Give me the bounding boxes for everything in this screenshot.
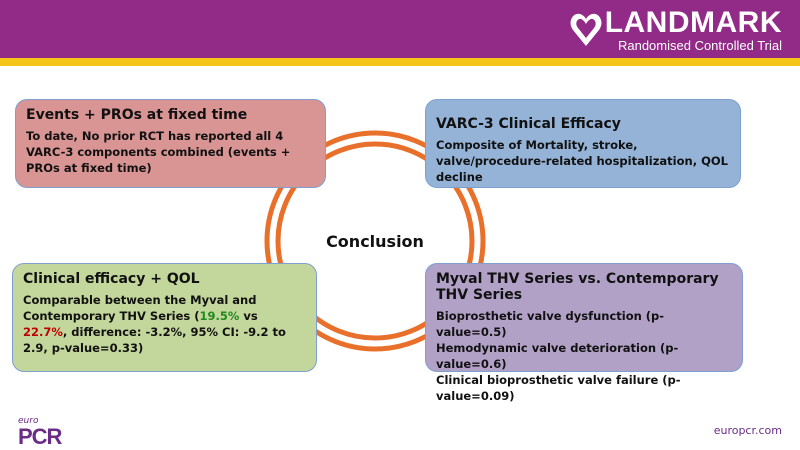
clinical-efficacy-qol-box: Clinical efficacy + QOL Comparable betwe… (12, 263, 317, 372)
box-body: Composite of Mortality, stroke, valve/pr… (436, 138, 728, 184)
inner-ring (275, 141, 475, 341)
myval-value: 19.5% (199, 309, 240, 323)
box-title: Clinical efficacy + QOL (23, 271, 200, 287)
box-body: To date, No prior RCT has reported all 4… (26, 129, 291, 175)
body-text: Comparable between the Myval and Contemp… (23, 293, 257, 323)
myval-vs-contemporary-box: Myval THV Series vs. Contemporary THV Se… (425, 263, 743, 403)
logo-title: LANDMARK (604, 6, 782, 39)
header-bar (0, 0, 800, 58)
box-title: Myval THV Series vs. Contemporary THV Se… (436, 271, 719, 303)
outer-ring (264, 130, 486, 352)
contemporary-value: 22.7% (23, 325, 63, 339)
varc3-efficacy-box: VARC-3 Clinical Efficacy Composite of Mo… (425, 99, 741, 188)
header-stripe (0, 58, 800, 66)
box-line: Bioprosthetic valve dysfunction (p-value… (436, 309, 665, 339)
heart-icon (570, 13, 602, 46)
footer-url: europcr.com (713, 424, 782, 437)
europcr-logo: euro PCR (18, 416, 62, 449)
box-title: Events + PROs at fixed time (26, 107, 248, 123)
logo-pcr: PCR (18, 424, 62, 449)
box-body: Comparable between the Myval and Contemp… (23, 292, 306, 356)
box-title: VARC-3 Clinical Efficacy (436, 116, 621, 132)
events-pros-box: Events + PROs at fixed time To date, No … (15, 99, 326, 188)
conclusion-label: Conclusion (326, 232, 424, 251)
body-text: , difference: -3.2%, 95% CI: -9.2 to 2.9… (23, 325, 286, 355)
logo-euro: euro (18, 416, 39, 426)
box-line: Hemodynamic valve deterioration (p-value… (436, 341, 679, 371)
body-text: vs (239, 309, 258, 323)
box-line: Clinical bioprosthetic valve failure (p-… (436, 373, 681, 403)
logo-subtitle: Randomised Controlled Trial (617, 38, 782, 53)
landmark-logo: LANDMARK Randomised Controlled Trial (570, 6, 782, 53)
